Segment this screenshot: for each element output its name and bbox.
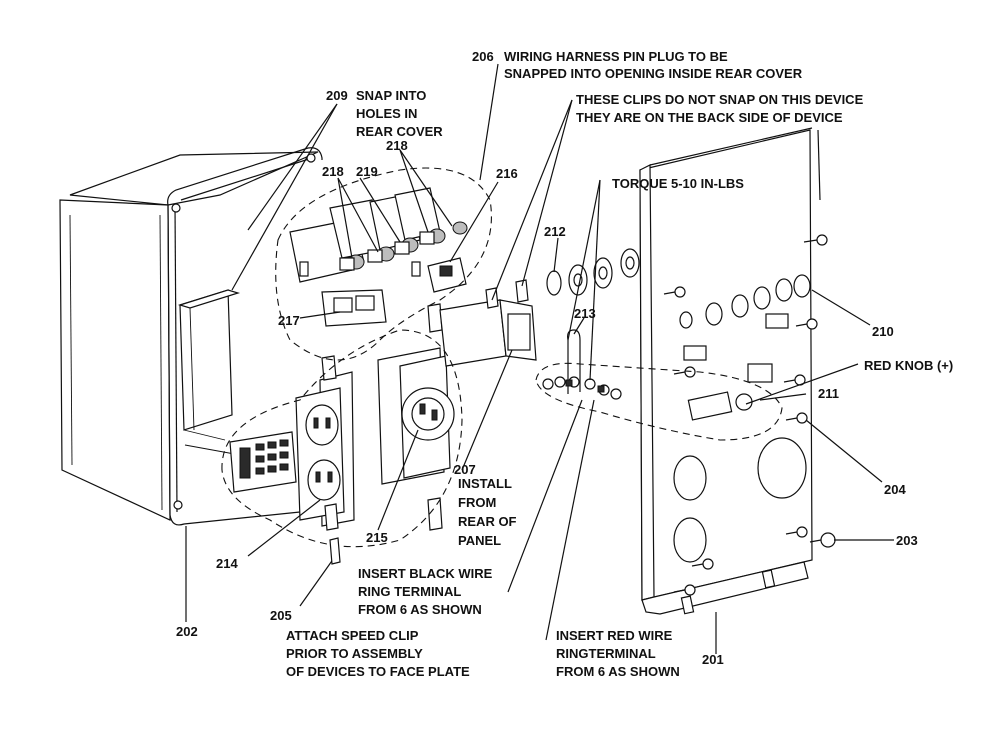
note-wiring-harness-1: WIRING HARNESS PIN PLUG TO BE <box>504 49 728 64</box>
part-callouts: 206 209 218 218 219 216 212 213 217 210 … <box>176 49 918 667</box>
note-speed-clip-2: PRIOR TO ASSEMBLY <box>286 646 423 661</box>
callout-215: 215 <box>366 530 388 545</box>
note-snap-2: HOLES IN <box>356 106 417 121</box>
callout-216: 216 <box>496 166 518 181</box>
face-plate-201 <box>639 127 836 615</box>
note-black-wire-2: RING TERMINAL <box>358 584 461 599</box>
note-install-4: PANEL <box>458 533 501 548</box>
rear-cover-enclosure <box>59 147 323 526</box>
notes: WIRING HARNESS PIN PLUG TO BE SNAPPED IN… <box>286 49 953 679</box>
note-clips-1: THESE CLIPS DO NOT SNAP ON THIS DEVICE <box>576 92 864 107</box>
note-clips-2: THEY ARE ON THE BACK SIDE OF DEVICE <box>576 110 843 125</box>
callout-212: 212 <box>544 224 566 239</box>
callout-210: 210 <box>872 324 894 339</box>
ring-terminals-213 <box>542 329 622 400</box>
callout-209: 209 <box>326 88 348 103</box>
callout-213: 213 <box>574 306 596 321</box>
callout-202: 202 <box>176 624 198 639</box>
note-black-wire-3: FROM 6 AS SHOWN <box>358 602 482 617</box>
breaker-knobs <box>339 221 468 271</box>
note-speed-clip-1: ATTACH SPEED CLIP <box>286 628 419 643</box>
callout-203: 203 <box>896 533 918 548</box>
note-snap-3: REAR COVER <box>356 124 443 139</box>
callout-206: 206 <box>472 49 494 64</box>
filter-module-207 <box>439 279 537 367</box>
note-install-2: FROM <box>458 495 496 510</box>
note-red-wire-1: INSERT RED WIRE <box>556 628 673 643</box>
callout-211: 211 <box>818 386 839 401</box>
duplex-receptacle <box>295 355 355 531</box>
callout-201: 201 <box>702 652 724 667</box>
twist-lock-receptacle <box>377 303 455 531</box>
note-red-wire-3: FROM 6 AS SHOWN <box>556 664 680 679</box>
note-red-wire-2: RINGTERMINAL <box>556 646 656 661</box>
callout-204: 204 <box>884 482 906 497</box>
relay-cluster <box>289 187 468 293</box>
mounting-screws <box>663 234 836 596</box>
note-black-wire-1: INSERT BLACK WIRE <box>358 566 493 581</box>
terminal-posts-210 <box>679 274 811 329</box>
callout-218: 218 <box>322 164 344 179</box>
note-speed-clip-3: OF DEVICES TO FACE PLATE <box>286 664 470 679</box>
module-217 <box>321 289 387 327</box>
leader-lines <box>185 63 894 654</box>
note-install-3: REAR OF <box>458 514 517 529</box>
note-torque: TORQUE 5-10 IN-LBS <box>612 176 744 191</box>
callout-214: 214 <box>216 556 238 571</box>
note-red-knob: RED KNOB (+) <box>864 358 953 373</box>
note-install-1: INSTALL <box>458 476 512 491</box>
callout-218-top: 218 <box>386 138 408 153</box>
washer-stack-212 <box>546 248 640 296</box>
note-snap-1: SNAP INTO <box>356 88 426 103</box>
callout-205: 205 <box>270 608 292 623</box>
callout-219: 219 <box>356 164 378 179</box>
callout-207: 207 <box>454 462 476 477</box>
callout-217: 217 <box>278 313 300 328</box>
terminal-block <box>229 431 297 493</box>
note-wiring-harness-2: SNAPPED INTO OPENING INSIDE REAR COVER <box>504 66 803 81</box>
